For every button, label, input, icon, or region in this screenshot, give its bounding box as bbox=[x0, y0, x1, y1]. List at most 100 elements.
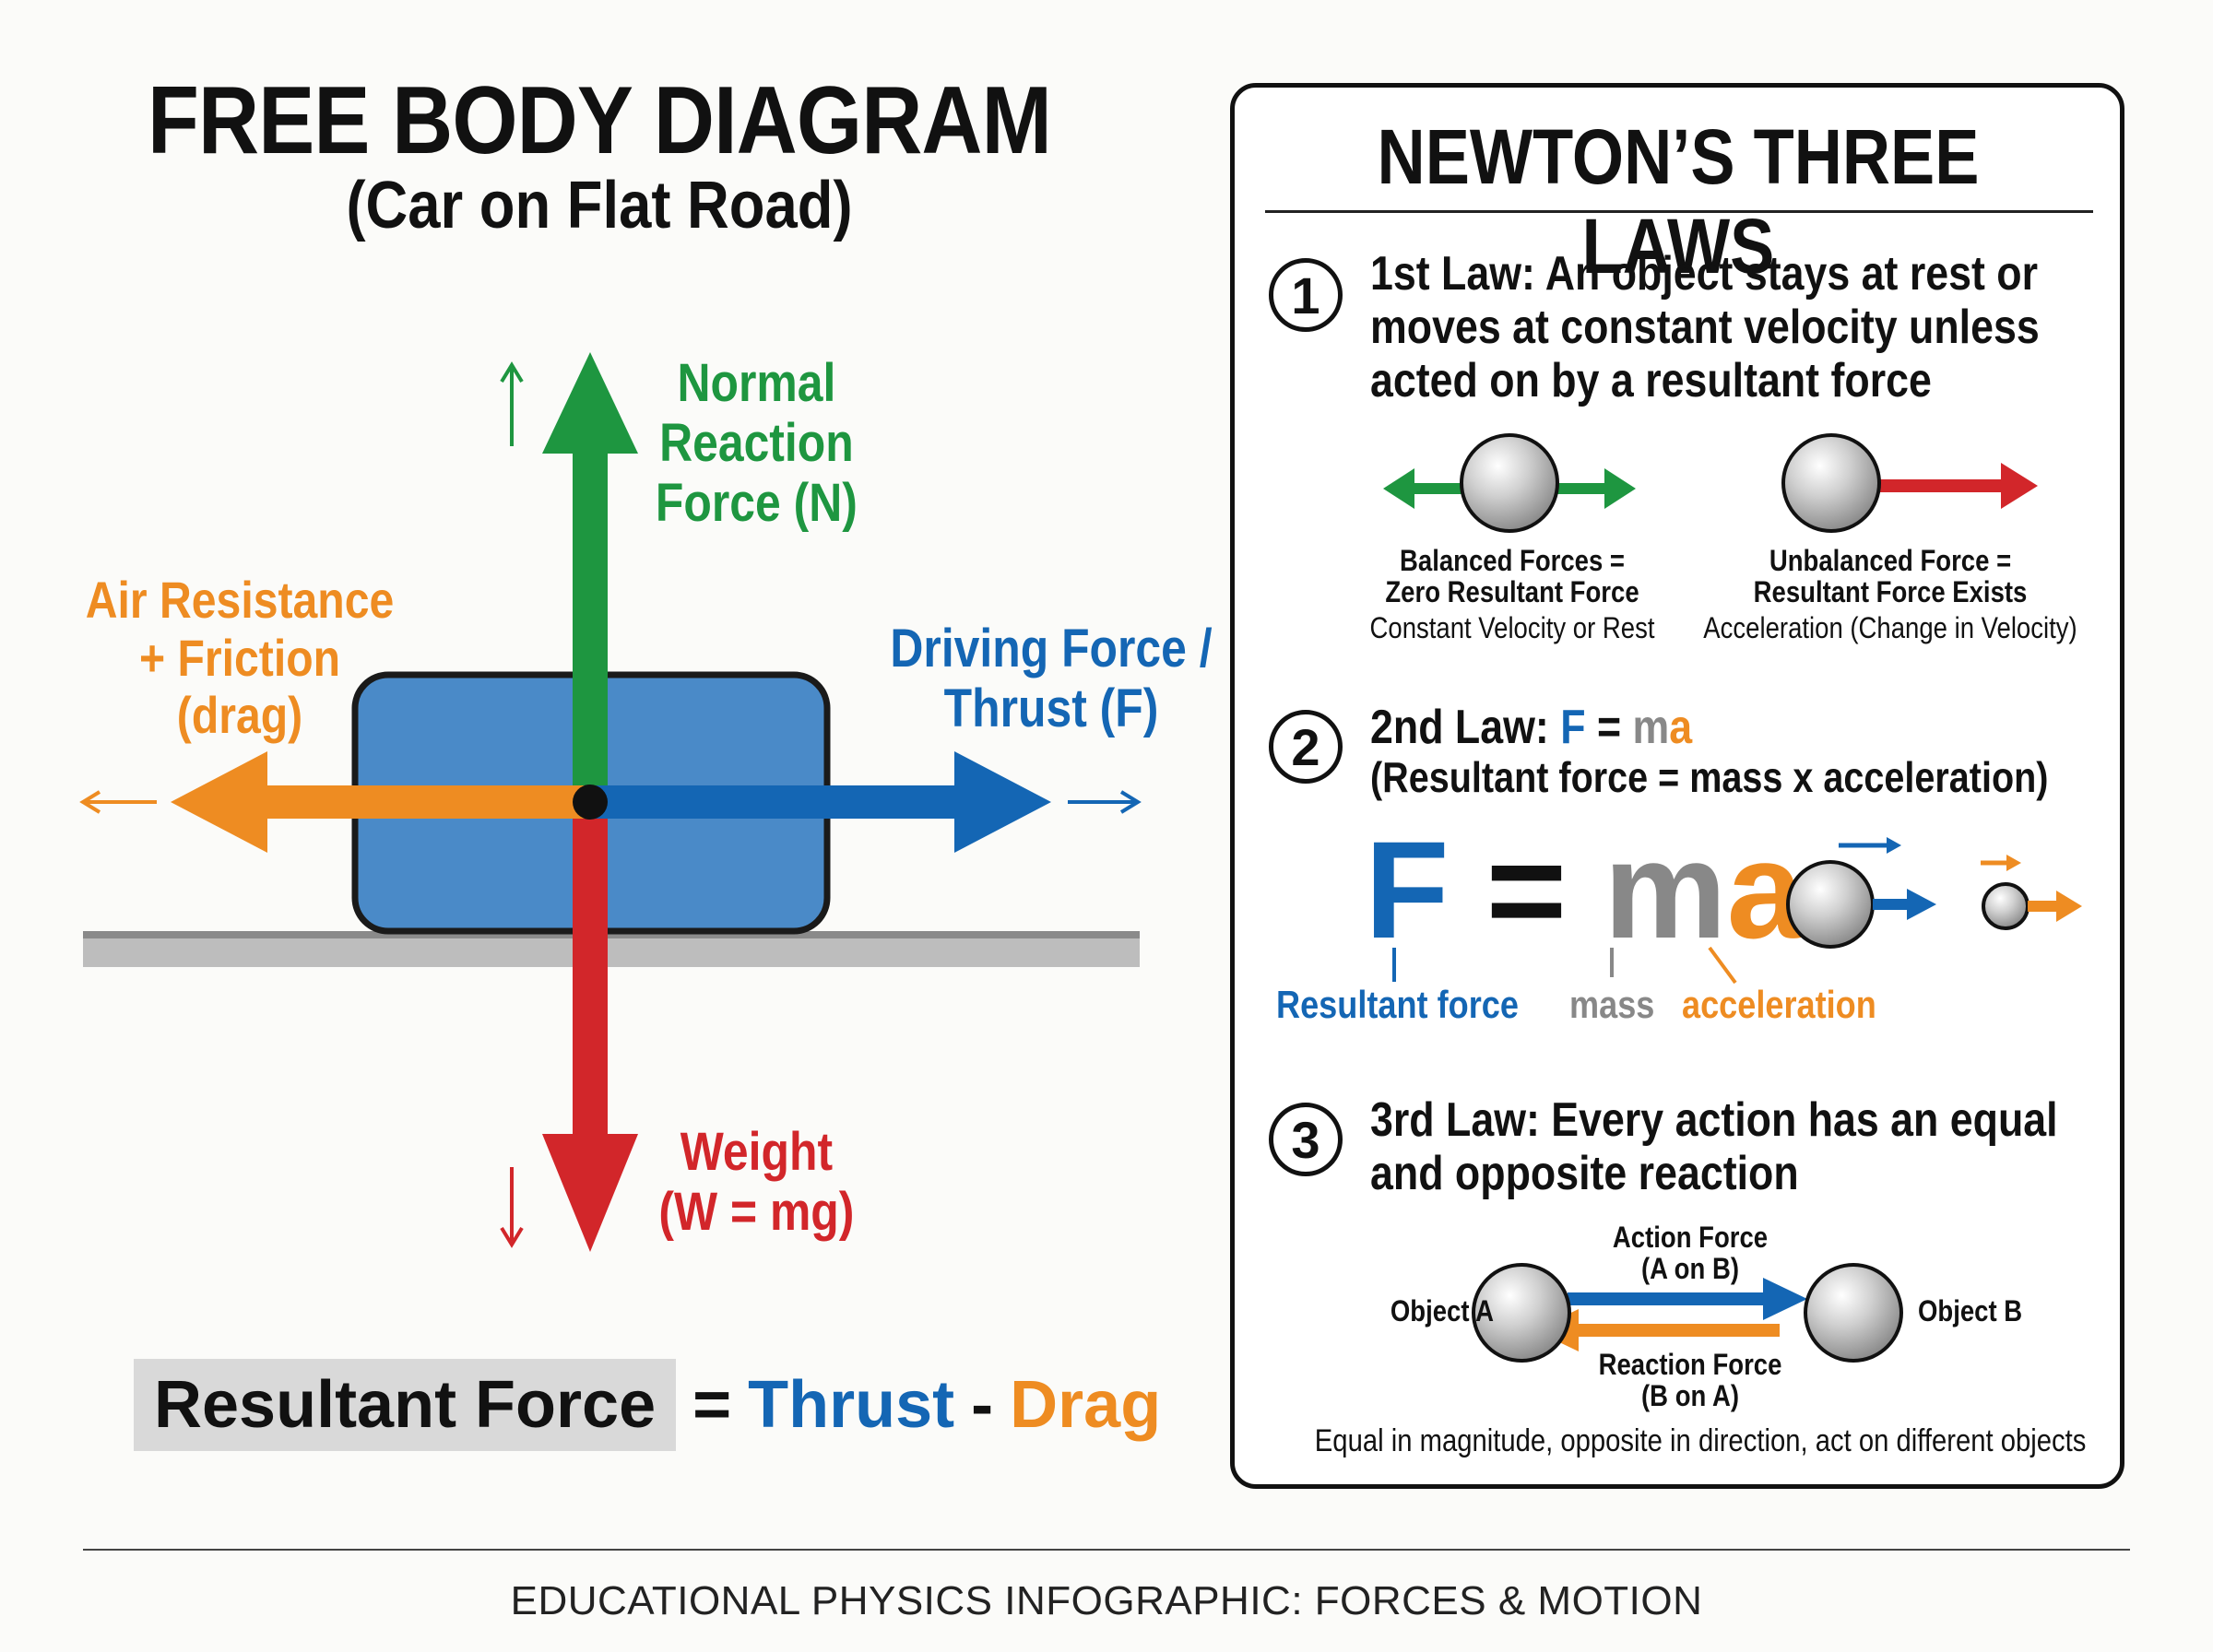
drag-label-line2: + Friction bbox=[138, 628, 341, 687]
thrust-label-line2: Thrust (F) bbox=[943, 678, 1159, 738]
laws-title: NEWTON’S THREE LAWS bbox=[1377, 113, 1980, 289]
large-ball-arrow bbox=[1873, 889, 1936, 920]
small-ball-top-arrow bbox=[1981, 855, 2021, 871]
action-label-line1: Action Force bbox=[1612, 1221, 1769, 1254]
law2-prefix: 2nd Law: bbox=[1370, 701, 1561, 754]
drag-arrowhead bbox=[171, 751, 267, 853]
law1-illustration bbox=[1383, 433, 2038, 533]
balanced-left-arrow bbox=[1383, 468, 1475, 509]
law3-line2: and opposite reaction bbox=[1370, 1147, 1799, 1201]
resultant-force-term: Resultant Force bbox=[154, 1368, 657, 1442]
small-ball-arrow bbox=[2028, 891, 2082, 922]
law3-line1: 3rd Law: Every action has an equal bbox=[1370, 1093, 2058, 1147]
resultant-force-equation: Resultant Force = Thrust - Drag bbox=[134, 1359, 1161, 1451]
thrust-shaft bbox=[590, 785, 968, 819]
weight-label-line2: (W = mg) bbox=[658, 1181, 855, 1242]
big-f: F bbox=[1365, 812, 1450, 967]
unbalanced-arrow bbox=[1857, 463, 2038, 509]
thrust-label-line1: Driving Force / bbox=[890, 619, 1213, 678]
action-label-line2: (A on B) bbox=[1641, 1251, 1739, 1285]
balanced-ball bbox=[1460, 433, 1559, 533]
fbd-title: FREE BODY DIAGRAM bbox=[148, 67, 1052, 174]
drag-shaft bbox=[249, 785, 590, 819]
road-top-line bbox=[83, 931, 1140, 938]
road-surface bbox=[83, 934, 1140, 967]
small-mass-ball bbox=[1982, 882, 2030, 930]
resultant-force-box: Resultant Force bbox=[134, 1359, 677, 1451]
law1-line2: moves at constant velocity unless bbox=[1370, 301, 2040, 355]
action-force-arrow bbox=[1568, 1278, 1807, 1320]
accel-leader-line bbox=[1708, 946, 1737, 985]
newtons-laws-panel bbox=[1230, 83, 2124, 1489]
unbalanced-caption-line3: Acceleration (Change in Velocity) bbox=[1703, 611, 2077, 645]
large-ball-top-arrow bbox=[1839, 837, 1901, 854]
drag-term: Drag bbox=[1010, 1368, 1162, 1442]
object-b-ball bbox=[1804, 1263, 1903, 1363]
normal-label-line1: Normal bbox=[677, 353, 836, 413]
fbd-subtitle: (Car on Flat Road) bbox=[346, 169, 853, 242]
weight-label: Weight (W = mg) bbox=[645, 1122, 868, 1243]
law2-text: 2nd Law: F = ma (Resultant force = mass … bbox=[1370, 701, 2048, 802]
big-equals: = bbox=[1485, 812, 1568, 967]
weight-label-line1: Weight bbox=[680, 1122, 834, 1182]
law3-illustration bbox=[1472, 1263, 1903, 1363]
unbalanced-caption-line1: Unbalanced Force = bbox=[1769, 544, 2012, 577]
law2-illustration bbox=[1392, 837, 2082, 985]
balanced-caption-line2: Zero Resultant Force bbox=[1385, 574, 1639, 608]
label-mass: mass bbox=[1569, 983, 1655, 1026]
label-resultant-force: Resultant force bbox=[1276, 983, 1519, 1026]
law1-line3: acted on by a resultant force bbox=[1370, 354, 1932, 408]
law1-line1: 1st Law: An object stays at rest or bbox=[1370, 247, 2039, 301]
unbalanced-caption-line2: Resultant Force Exists bbox=[1753, 574, 2028, 608]
balanced-caption: Balanced Forces = Zero Resultant Force C… bbox=[1328, 544, 1697, 645]
law2-eq: = bbox=[1585, 701, 1633, 754]
object-b-label: Object B bbox=[1918, 1294, 2023, 1328]
law1-number-badge: 1 bbox=[1269, 258, 1343, 332]
law3-text: 3rd Law: Every action has an equal and o… bbox=[1370, 1093, 2058, 1200]
normal-force-shaft bbox=[573, 442, 608, 793]
normal-force-arrowhead bbox=[542, 352, 638, 454]
balanced-caption-line1: Balanced Forces = bbox=[1400, 544, 1625, 577]
drag-label-line1: Air Resistance bbox=[85, 571, 395, 629]
reaction-label-line1: Reaction Force bbox=[1598, 1348, 1782, 1381]
normal-force-label: Normal Reaction Force (N) bbox=[645, 353, 868, 534]
law3-number-badge: 3 bbox=[1269, 1103, 1343, 1176]
law3-note: Equal in magnitude, opposite in directio… bbox=[1314, 1423, 2087, 1458]
law2-line2: (Resultant force = mass x acceleration) bbox=[1370, 753, 2049, 802]
minus-sign: - bbox=[971, 1368, 994, 1442]
thrust-term: Thrust bbox=[748, 1368, 955, 1442]
weight-shaft bbox=[573, 802, 608, 1143]
footer-divider bbox=[83, 1549, 2130, 1551]
law2-line1: 2nd Law: F = ma bbox=[1370, 701, 2048, 754]
small-left-arrow bbox=[79, 790, 157, 814]
object-a-ball bbox=[1472, 1263, 1571, 1363]
footer-caption: EDUCATIONAL PHYSICS INFOGRAPHIC: FORCES … bbox=[510, 1578, 1703, 1623]
weight-arrowhead bbox=[542, 1134, 638, 1252]
large-mass-ball bbox=[1786, 860, 1875, 949]
balanced-caption-line3: Constant Velocity or Rest bbox=[1369, 611, 1655, 645]
label-acceleration: acceleration bbox=[1682, 983, 1876, 1026]
unbalanced-caption: Unbalanced Force = Resultant Force Exist… bbox=[1660, 544, 2121, 645]
thrust-arrowhead bbox=[954, 751, 1051, 853]
thrust-label: Driving Force / Thrust (F) bbox=[845, 619, 1257, 739]
reaction-force-label: Reaction Force (B on A) bbox=[1552, 1348, 1828, 1411]
action-force-label: Action Force (A on B) bbox=[1552, 1221, 1828, 1285]
law2-m: m bbox=[1632, 701, 1670, 754]
drag-label-line3: (drag) bbox=[176, 686, 303, 745]
laws-title-divider bbox=[1265, 210, 2093, 213]
law1-text: 1st Law: An object stays at rest or move… bbox=[1370, 247, 2040, 408]
object-a-label: Object A bbox=[1390, 1294, 1494, 1328]
equals-sign: = bbox=[692, 1368, 732, 1442]
law2-f: F bbox=[1560, 701, 1586, 754]
normal-label-line2: Reaction bbox=[659, 412, 854, 473]
law2-a: a bbox=[1669, 701, 1693, 754]
unbalanced-ball bbox=[1781, 433, 1881, 533]
normal-label-line3: Force (N) bbox=[655, 472, 858, 533]
big-m: m bbox=[1604, 812, 1727, 967]
center-of-mass-dot bbox=[573, 785, 608, 820]
drag-label: Air Resistance + Friction (drag) bbox=[65, 571, 414, 745]
small-right-arrow bbox=[1068, 790, 1142, 814]
small-up-arrow bbox=[500, 361, 524, 446]
law2-number-badge: 2 bbox=[1269, 710, 1343, 784]
